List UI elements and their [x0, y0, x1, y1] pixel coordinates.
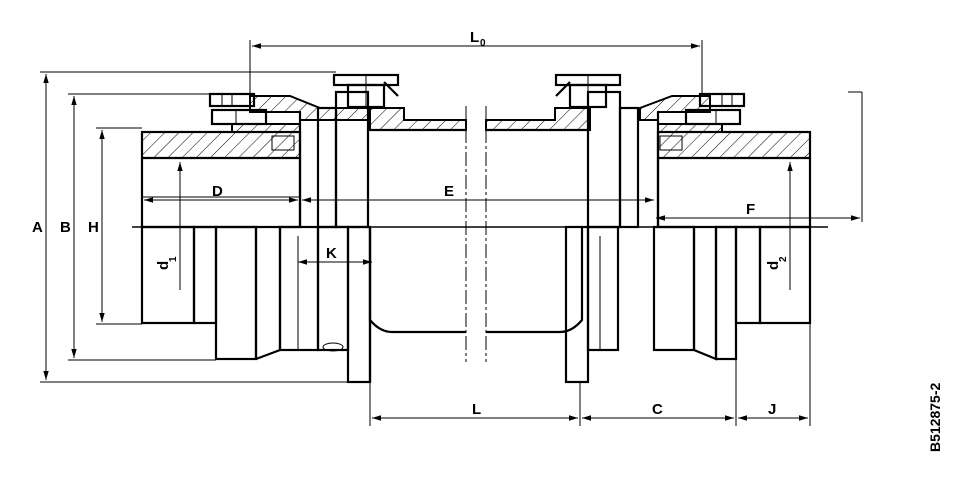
label-B: B: [60, 219, 71, 236]
left-sleeve-upper: [249, 90, 371, 229]
label-L: L: [472, 401, 481, 418]
dimension-K: K: [298, 245, 372, 265]
left-large-bolt: [332, 73, 400, 109]
label-J: J: [768, 401, 776, 418]
dimension-E: E: [302, 183, 654, 203]
right-sleeve-upper: [586, 90, 711, 229]
dimension-F: F: [656, 91, 863, 222]
label-K: K: [326, 245, 337, 262]
dimension-d2: d 2: [765, 162, 793, 290]
right-small-bolt: [684, 92, 746, 126]
left-hub-upper-section: [140, 123, 302, 229]
right-flange-lower: [564, 225, 620, 384]
dimension-d1: d 1: [155, 162, 183, 290]
right-hub-lower-view: [652, 225, 812, 361]
label-L0-sub: 0: [480, 38, 486, 49]
label-d2: d: [765, 261, 782, 270]
label-D: D: [212, 183, 223, 200]
dimension-J: J: [738, 324, 811, 426]
dimension-H: H: [88, 127, 142, 325]
label-E: E: [444, 183, 454, 200]
dimension-C: C: [582, 360, 737, 426]
break-lines: [465, 106, 487, 362]
dimension-L: L: [369, 382, 581, 426]
right-large-bolt: [554, 73, 622, 109]
spacer-upper: [369, 107, 591, 228]
dimension-D: D: [144, 183, 298, 203]
label-d2-sub: 2: [778, 256, 789, 262]
dimension-L0: L 0: [249, 29, 703, 96]
dimension-B: B: [60, 93, 250, 361]
left-hub-lower-view: [140, 225, 320, 361]
label-A: A: [32, 219, 43, 236]
label-d1: d: [155, 261, 172, 270]
spacer-lower: [368, 227, 584, 334]
label-H: H: [88, 219, 99, 236]
label-C: C: [652, 401, 663, 418]
label-F: F: [746, 201, 755, 218]
label-d1-sub: 1: [168, 256, 179, 262]
dimension-A: A: [32, 71, 348, 383]
right-hub-upper-section: [656, 123, 812, 229]
drawing-reference-code: B512875-2: [927, 383, 943, 452]
label-L0: L: [470, 29, 479, 46]
